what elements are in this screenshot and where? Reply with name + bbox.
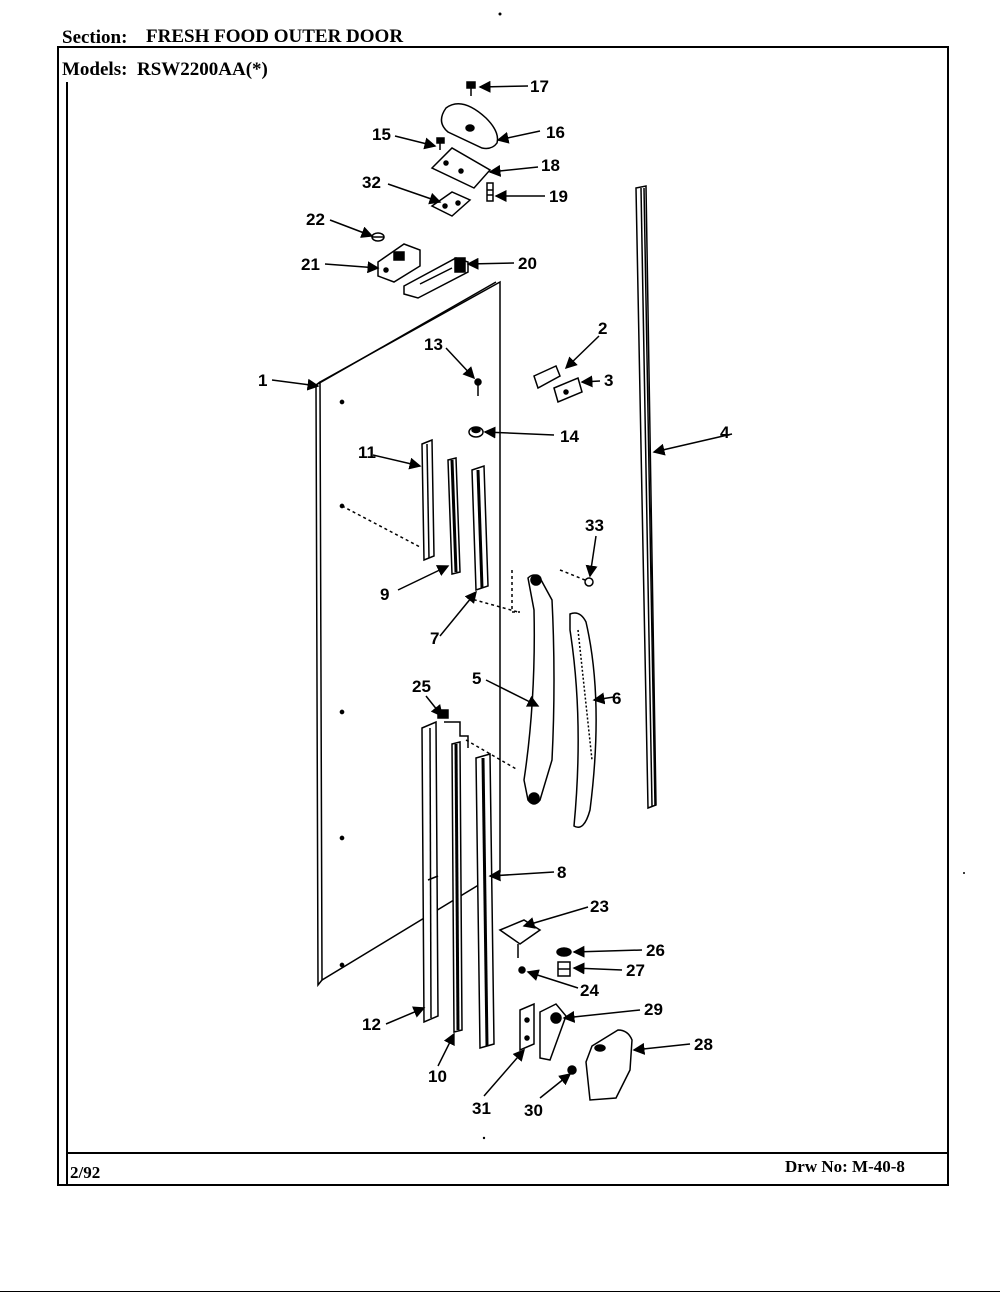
callout-22: 22	[306, 210, 325, 229]
revision-date: 2/92	[70, 1163, 101, 1182]
callout-12: 12	[362, 1015, 381, 1034]
callout-17: 17	[530, 77, 549, 96]
callout-24: 24	[580, 981, 599, 1000]
lower-hinge-screw	[567, 1065, 577, 1075]
callout-2: 2	[598, 319, 607, 338]
drawing-number: Drw No: M-40-8	[785, 1157, 905, 1176]
section-title: FRESH FOOD OUTER DOOR	[146, 26, 404, 47]
hinge-pin	[486, 182, 494, 202]
door-stop-bracket	[377, 243, 421, 283]
lower-trim-channel	[451, 741, 463, 1033]
callout-5: 5	[472, 669, 481, 688]
stop-screw	[474, 378, 482, 396]
callout-13: 13	[424, 335, 443, 354]
callout-4: 4	[720, 423, 730, 442]
callout-20: 20	[518, 254, 537, 273]
door-panel	[315, 280, 501, 988]
lower-hinge-cover	[585, 1029, 633, 1101]
footer-rule	[66, 1152, 949, 1154]
callout-25: 25	[412, 677, 431, 696]
upper-handle-trim	[421, 438, 435, 562]
callout-26: 26	[646, 941, 665, 960]
diagram-frame	[57, 46, 949, 1186]
hinge-plate-screw	[436, 137, 445, 150]
callout-labels: 17 16 15 18 19 32 22 21 20 1 2 3 4 13 14…	[258, 77, 730, 1120]
upper-handle-gasket	[471, 464, 489, 592]
plug-button	[468, 426, 484, 438]
door-gasket-strip	[635, 185, 657, 810]
callout-29: 29	[644, 1000, 663, 1019]
trim-plate	[533, 364, 561, 390]
bottom-hinge-plate	[519, 1002, 535, 1052]
callout-31: 31	[472, 1099, 491, 1118]
hinge-washer	[556, 947, 572, 957]
hinge-shim	[430, 191, 472, 217]
leader-lines	[271, 80, 733, 1099]
lower-handle-gasket	[475, 753, 495, 1049]
page-bottom-line	[0, 1291, 1000, 1292]
callout-27: 27	[626, 961, 645, 980]
callout-30: 30	[524, 1101, 543, 1120]
callout-6: 6	[612, 689, 621, 708]
top-hinge-cover	[440, 103, 499, 150]
handle-screw	[559, 569, 594, 587]
callout-15: 15	[372, 125, 391, 144]
callout-8: 8	[557, 863, 566, 882]
callout-19: 19	[549, 187, 568, 206]
bracket-screw	[371, 232, 385, 242]
callout-3: 3	[604, 371, 613, 390]
door-handle	[523, 574, 555, 805]
models-value: RSW2200AA(*)	[137, 59, 268, 80]
door-closer-cam	[403, 257, 469, 299]
callout-7: 7	[430, 629, 439, 648]
hinge-cover-screw	[466, 81, 476, 96]
hinge-bushing	[557, 961, 571, 977]
bottom-hinge-bracket	[498, 919, 542, 958]
upper-trim-channel	[447, 457, 461, 575]
trim-clip	[553, 376, 583, 404]
callout-21: 21	[301, 255, 320, 274]
lower-handle-trim	[421, 720, 439, 1024]
callout-32: 32	[362, 173, 381, 192]
callout-1: 1	[258, 371, 267, 390]
callout-10: 10	[428, 1067, 447, 1086]
top-hinge-plate	[430, 147, 492, 189]
callout-11: 11	[358, 443, 376, 462]
callout-28: 28	[694, 1035, 713, 1054]
frame-inner-line	[66, 82, 68, 1185]
callout-14: 14	[560, 427, 579, 446]
lower-hinge	[539, 1003, 567, 1061]
callout-18: 18	[541, 156, 560, 175]
models-label: Models:	[62, 59, 128, 80]
bottom-hinge-screw	[518, 966, 526, 974]
handle-trim-insert	[569, 612, 597, 828]
scan-specks	[482, 12, 965, 1140]
callout-23: 23	[590, 897, 609, 916]
callout-9: 9	[380, 585, 389, 604]
callout-33: 33	[585, 516, 604, 535]
section-label: Section:	[62, 27, 128, 48]
callout-16: 16	[546, 123, 565, 142]
